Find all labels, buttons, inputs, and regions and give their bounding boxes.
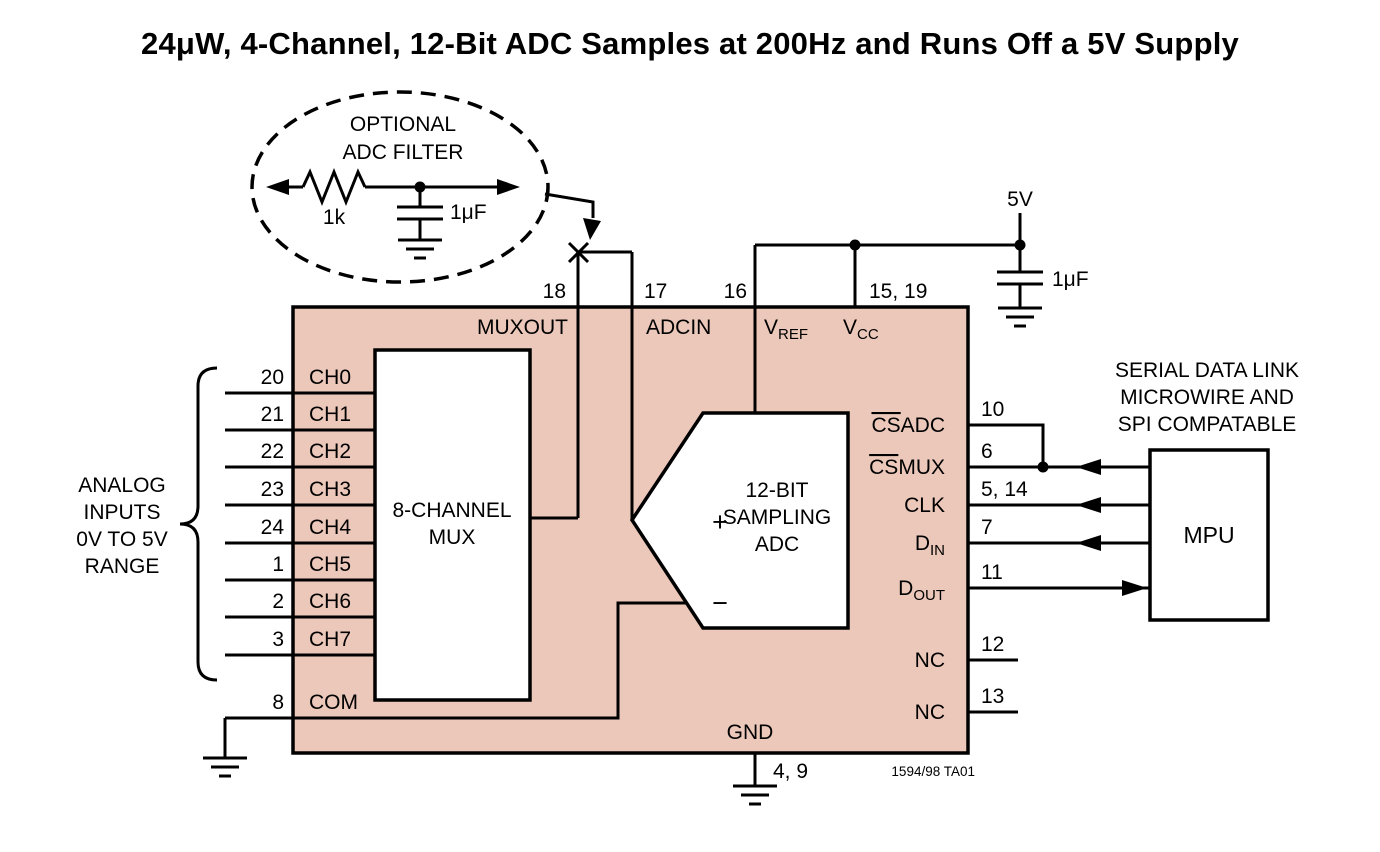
dout-arrowhead-icon <box>1122 580 1147 596</box>
pin-num-ch0: 20 <box>261 366 284 389</box>
filter-right-arrowhead <box>497 179 520 195</box>
pin-label-ch5: CH5 <box>309 553 351 576</box>
adc-label-line2: SAMPLING <box>723 506 832 529</box>
pin-num-ch1: 21 <box>261 403 284 426</box>
adc-label-line3: ADC <box>755 533 799 556</box>
pin-label-muxout: MUXOUT <box>477 316 568 339</box>
pin-num-ch7: 3 <box>272 628 284 651</box>
pin-label-din: DIN <box>915 532 945 559</box>
pin-label-ch1: CH1 <box>309 403 351 426</box>
pin-label-csmux: CSMUX <box>869 456 945 479</box>
pin-num-muxout: 18 <box>543 280 566 303</box>
pin-label-ch3: CH3 <box>309 478 351 501</box>
figure-number: 1594/98 TA01 <box>891 764 975 779</box>
csmux-arrowhead-icon <box>1076 459 1101 475</box>
vcc-junction-dot <box>849 239 861 251</box>
pin-num-ch3: 23 <box>261 478 284 501</box>
resistor-symbol <box>301 167 367 207</box>
pin-num-csmux: 6 <box>981 440 993 463</box>
serial-note-line1: SERIAL DATA LINK <box>1115 359 1299 382</box>
com-ground-icon <box>203 756 247 778</box>
din-arrowhead-icon <box>1076 535 1101 551</box>
filter-capacitor-value: 1μF <box>450 201 487 224</box>
pin-num-ch6: 2 <box>272 590 284 613</box>
pin-label-vref: VREF <box>764 316 808 343</box>
gnd-label: GND <box>727 721 774 744</box>
pin-num-vcc: 15, 19 <box>869 280 927 303</box>
pin-label-ch7: CH7 <box>309 628 351 651</box>
supply-capacitor-value: 1μF <box>1052 268 1089 291</box>
optional-filter-group: OPTIONAL ADC FILTER 1k 1μF <box>250 90 601 284</box>
analog-inputs-brace <box>179 366 218 682</box>
pin-num-ch5: 1 <box>272 553 284 576</box>
pin-label-com: COM <box>309 691 358 714</box>
serial-note-line2: MICROWIRE AND <box>1120 386 1294 409</box>
pin-num-clk: 5, 14 <box>981 478 1028 501</box>
supply-rail-wires <box>753 213 1026 413</box>
adc-plus-input-label: + <box>712 507 728 537</box>
serial-note-line3: SPI COMPATABLE <box>1118 413 1297 436</box>
filter-pointer-arrowhead <box>583 218 601 240</box>
analog-inputs-caption-line4: RANGE <box>85 555 160 578</box>
pin-label-csadc: CSADC <box>871 414 945 437</box>
gnd-ground-icon <box>733 784 777 806</box>
cs-junction-dot <box>1037 461 1049 473</box>
supply-voltage-label: 5V <box>1007 188 1033 211</box>
adc-label-line1: 12-BIT <box>745 479 808 502</box>
pin-num-ch2: 22 <box>261 440 284 463</box>
pin-label-clk: CLK <box>904 494 945 517</box>
filter-left-arrowhead <box>266 179 289 195</box>
filter-ground-icon <box>398 238 442 260</box>
mux-label-line1: 8-CHANNEL <box>392 499 511 522</box>
analog-inputs-caption-line1: ANALOG <box>78 474 166 497</box>
adc-minus-input-label: − <box>712 588 728 618</box>
gnd-pin-numbers: 4, 9 <box>773 760 808 783</box>
adc-block <box>629 411 850 630</box>
pin-num-com: 8 <box>272 691 284 714</box>
pin-label-ch6: CH6 <box>309 590 351 613</box>
pin-num-nc2: 13 <box>981 685 1004 708</box>
pin-num-ch4: 24 <box>261 516 285 539</box>
com-wire <box>223 601 690 758</box>
filter-capacitor-symbol <box>397 187 443 240</box>
pin-num-adcin: 17 <box>644 280 667 303</box>
mux-label-line2: MUX <box>429 526 476 549</box>
supply-ground-icon <box>998 306 1042 328</box>
resistor-value: 1k <box>323 206 346 229</box>
pin-label-dout: DOUT <box>898 577 945 604</box>
pin-label-nc2: NC <box>915 701 945 724</box>
pin-label-ch0: CH0 <box>309 366 351 389</box>
pin-num-vref: 16 <box>724 280 747 303</box>
filter-caption-line1: OPTIONAL <box>350 113 456 136</box>
pin-label-ch2: CH2 <box>309 440 351 463</box>
mpu-block <box>1148 448 1270 622</box>
mux-block <box>373 348 532 702</box>
pin-num-nc1: 12 <box>981 633 1004 656</box>
clk-arrowhead-icon <box>1076 497 1101 513</box>
mpu-label: MPU <box>1183 522 1234 548</box>
pin-num-dout: 11 <box>981 561 1003 584</box>
filter-caption-line2: ADC FILTER <box>343 141 464 164</box>
supply-capacitor-symbol <box>997 245 1043 308</box>
serial-wires <box>968 423 1150 714</box>
analog-inputs-caption-line2: INPUTS <box>83 501 160 524</box>
analog-inputs-caption-line3: 0V TO 5V <box>76 528 167 551</box>
page-title: 24μW, 4-Channel, 12-Bit ADC Samples at 2… <box>141 26 1239 61</box>
analog-input-wires <box>225 391 375 657</box>
pin-label-adcin: ADCIN <box>646 316 711 339</box>
pin-num-csadc: 10 <box>981 398 1004 421</box>
muxout-adcin-wires <box>530 250 634 520</box>
filter-pointer-wire <box>544 192 595 218</box>
filter-ellipse <box>250 90 550 284</box>
pin-label-vcc: VCC <box>843 316 879 343</box>
pin-num-din: 7 <box>981 516 993 539</box>
pin-label-ch4: CH4 <box>309 516 351 539</box>
pin-label-nc1: NC <box>915 649 945 672</box>
